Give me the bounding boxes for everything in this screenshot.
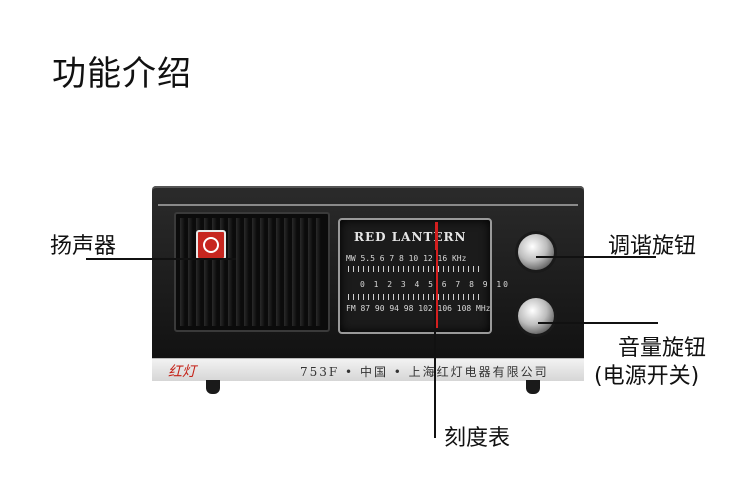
fm-scale: FM 87 90 94 98 102 106 108 MHz <box>346 304 491 313</box>
dial-needle <box>435 222 438 328</box>
radio-body: RED LANTERN MW 5.5 6 7 8 10 12 16 KHz 0 … <box>152 186 584 358</box>
panel-logo: 红灯 <box>168 364 196 380</box>
radio-illustration: RED LANTERN MW 5.5 6 7 8 10 12 16 KHz 0 … <box>152 186 584 396</box>
dial-brand-text: RED LANTERN <box>354 230 467 244</box>
mw-ticks <box>348 266 482 272</box>
left-foot <box>206 380 220 394</box>
fm-ticks <box>348 294 482 300</box>
right-foot <box>526 380 540 394</box>
volume-callout-line <box>538 322 658 324</box>
dial-callout-line <box>434 250 436 438</box>
dial-scale-window: RED LANTERN MW 5.5 6 7 8 10 12 16 KHz 0 … <box>338 218 508 334</box>
mid-scale: 0 1 2 3 4 5 6 7 8 9 10 <box>360 280 510 289</box>
page-title: 功能介绍 <box>52 54 192 94</box>
speaker-callout-line <box>86 258 236 260</box>
volume-knob[interactable] <box>514 294 558 338</box>
power-switch-note: (电源开关) <box>594 364 700 389</box>
dial-scale-label: 刻度表 <box>444 426 511 451</box>
tuning-knob[interactable] <box>514 230 558 274</box>
tuning-knob-label: 调谐旋钮 <box>608 234 697 259</box>
speaker-grille <box>174 212 330 332</box>
top-trim <box>158 204 578 206</box>
mw-scale: MW 5.5 6 7 8 10 12 16 KHz <box>346 254 467 263</box>
volume-knob-label: 音量旋钮 <box>618 336 707 361</box>
panel-model-text: 753F • 中国 • 上海红灯电器有限公司 <box>300 365 549 379</box>
tuning-callout-line <box>536 256 656 258</box>
front-panel: 红灯 753F • 中国 • 上海红灯电器有限公司 <box>152 358 584 381</box>
speaker-label: 扬声器 <box>50 234 117 259</box>
brand-badge-icon <box>196 230 226 260</box>
